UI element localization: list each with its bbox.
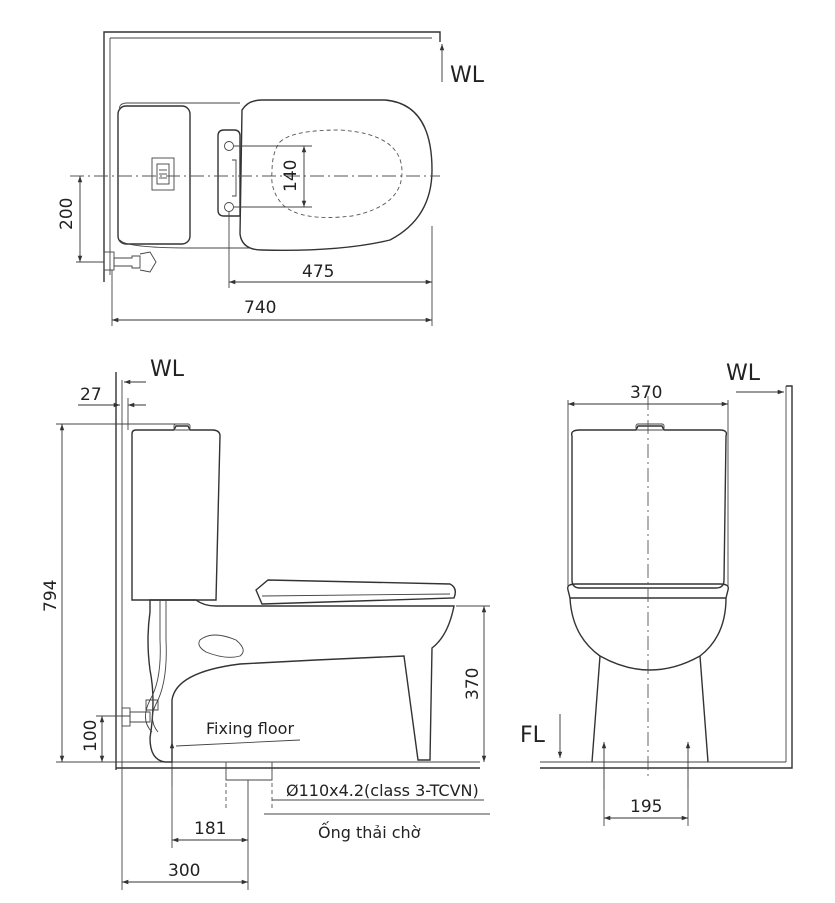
- side-valve: [129, 711, 151, 723]
- front-flush-button: [635, 423, 665, 431]
- dim-140-label: 140: [281, 160, 301, 192]
- front-pedestal: [591, 655, 709, 763]
- top-body-bottom-edge: [119, 239, 250, 249]
- top-flush-button-inner: [156, 163, 170, 185]
- dim-200-label: 200: [57, 198, 77, 230]
- waste-pipe-label: Ống thải chờ: [318, 821, 421, 842]
- dim-100-label: 100: [81, 720, 101, 752]
- dim-370-front-label: 370: [630, 383, 662, 403]
- top-tank: [117, 105, 191, 245]
- top-valve: [113, 255, 141, 269]
- top-hinge-bolt-2: [224, 202, 234, 212]
- front-view: WL FL 370 195: [520, 361, 793, 826]
- top-valve-wall-plate: [103, 251, 115, 271]
- dim-370-side-label: 370: [463, 668, 483, 700]
- side-view: WL 27 794 370 100: [41, 357, 490, 890]
- top-seat-lid: [239, 99, 433, 251]
- front-wall-floor: [540, 385, 793, 769]
- side-waste-pipe: [225, 762, 273, 781]
- dim-27-label: 27: [80, 385, 102, 405]
- front-bowl: [569, 597, 727, 671]
- front-tank: [570, 425, 728, 589]
- dim-300-label: 300: [168, 861, 200, 881]
- top-hinge-plate: [217, 129, 241, 217]
- front-fl-label: FL: [520, 723, 546, 748]
- dim-181-label: 181: [194, 819, 226, 839]
- side-flush-button: [173, 423, 191, 431]
- fixing-floor-label: Fixing floor: [206, 719, 294, 738]
- dim-195-label: 195: [630, 797, 662, 817]
- side-tank: [131, 425, 221, 601]
- top-view: WL 200 140: [57, 31, 485, 326]
- dim-740-label: 740: [244, 298, 276, 318]
- side-valve-plate: [121, 707, 131, 727]
- dim-475-label: 475: [302, 262, 334, 282]
- top-hinge-bolt-1: [224, 141, 234, 151]
- top-bowl-opening: [271, 129, 403, 218]
- front-wl-label: WL: [726, 361, 761, 386]
- dim-794-label: 794: [41, 580, 61, 612]
- top-wall: [103, 31, 441, 282]
- top-valve-handle: [139, 251, 157, 273]
- top-wl-label: WL: [450, 63, 485, 88]
- pipe-spec-label: Ø110x4.2(class 3-TCVN): [286, 781, 479, 800]
- top-body-top-edge: [119, 102, 240, 111]
- top-flush-button: [151, 157, 175, 191]
- side-inspection-hole: [198, 634, 244, 658]
- side-seat: [255, 579, 457, 605]
- side-body: [147, 599, 455, 763]
- side-wl-label: WL: [150, 357, 185, 382]
